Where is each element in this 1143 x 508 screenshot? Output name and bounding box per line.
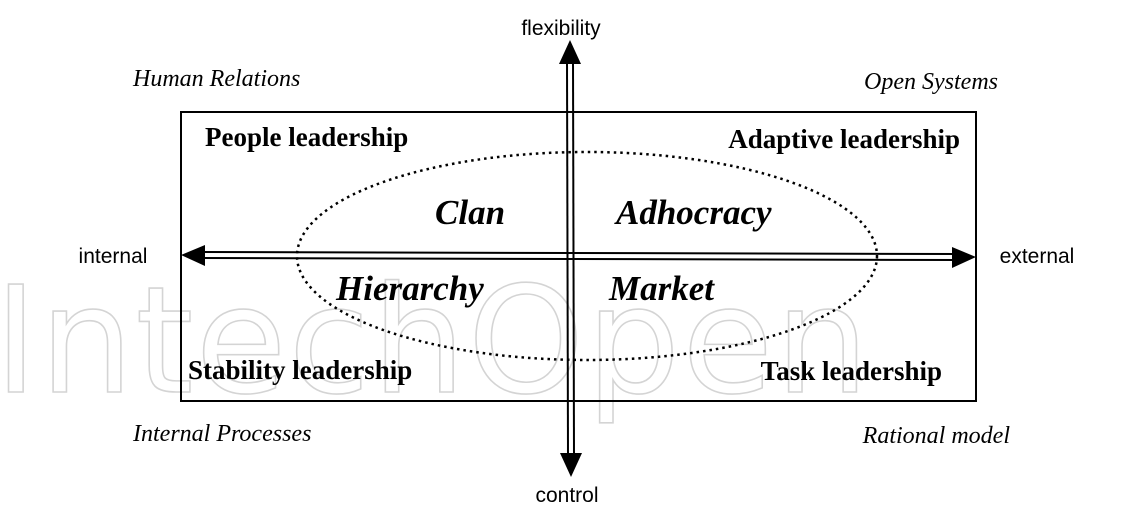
model-label-human-relations: Human Relations — [132, 66, 300, 92]
axis-label-flexibility: flexibility — [521, 17, 601, 40]
leadership-label-stability: Stability leadership — [188, 355, 412, 385]
horizontal-axis-line-bottom — [199, 257, 959, 261]
model-label-rational-model: Rational model — [862, 423, 1011, 449]
leadership-label-adaptive: Adaptive leadership — [728, 124, 960, 154]
axis-label-control: control — [535, 484, 598, 507]
culture-label-hierarchy: Hierarchy — [335, 269, 484, 308]
model-label-internal-processes: Internal Processes — [132, 421, 311, 447]
leadership-label-task: Task leadership — [761, 356, 942, 386]
model-label-open-systems: Open Systems — [864, 69, 998, 95]
horizontal-axis-line-top — [199, 251, 959, 255]
axis-label-external: external — [1000, 245, 1075, 268]
culture-label-adhocracy: Adhocracy — [614, 193, 772, 232]
horizontal-axis — [181, 245, 976, 268]
arrowhead-right-icon — [952, 247, 976, 268]
culture-ellipse — [295, 150, 879, 362]
framework-box — [180, 111, 977, 402]
watermark-text: IntechOpen — [0, 255, 871, 427]
arrowhead-down-icon — [560, 453, 582, 477]
arrowhead-left-icon — [181, 245, 205, 266]
leadership-label-people: People leadership — [205, 122, 408, 152]
culture-label-clan: Clan — [435, 193, 505, 232]
culture-label-market: Market — [608, 269, 715, 308]
arrowhead-up-icon — [559, 40, 581, 64]
axis-label-internal: internal — [79, 245, 148, 268]
